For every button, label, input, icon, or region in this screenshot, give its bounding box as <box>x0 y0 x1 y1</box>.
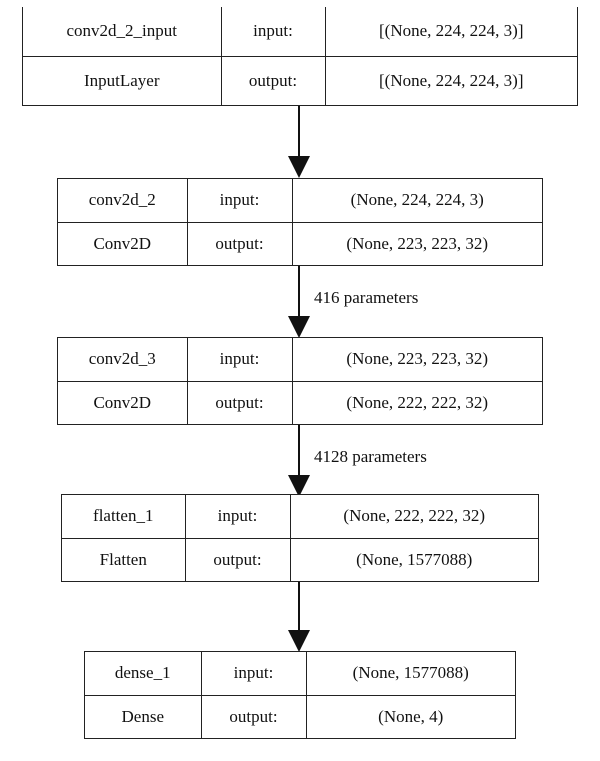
layer-name: conv2d_3 <box>58 338 188 382</box>
output-label: output: <box>186 380 293 424</box>
layer-type: Flatten <box>62 537 186 581</box>
arrowhead-icon <box>288 475 310 497</box>
output-shape: (None, 1577088) <box>289 537 538 581</box>
output-shape: (None, 4) <box>305 694 515 738</box>
connector-line <box>298 425 300 477</box>
layer-type: InputLayer <box>23 55 222 105</box>
input-label: input: <box>186 338 293 382</box>
output-label: output: <box>186 221 293 265</box>
arrowhead-icon <box>288 156 310 178</box>
layer-name: dense_1 <box>85 652 202 696</box>
layer-box-conv2d-2: conv2d_2 input: (None, 224, 224, 3) Conv… <box>57 178 543 266</box>
output-shape: (None, 223, 223, 32) <box>291 221 542 265</box>
layer-type: Conv2D <box>58 221 188 265</box>
layer-box-flatten-1: flatten_1 input: (None, 222, 222, 32) Fl… <box>61 494 539 582</box>
input-shape: (None, 224, 224, 3) <box>291 179 542 223</box>
arrowhead-icon <box>288 630 310 652</box>
layer-box-conv2d-2-input: conv2d_2_input input: [(None, 224, 224, … <box>22 7 578 106</box>
layer-name: conv2d_2 <box>58 179 188 223</box>
connector-line <box>298 106 300 158</box>
parameter-count-label: 4128 parameters <box>314 447 427 466</box>
input-shape: (None, 1577088) <box>305 652 515 696</box>
output-shape: (None, 222, 222, 32) <box>291 380 542 424</box>
input-label: input: <box>184 495 291 539</box>
layer-box-dense-1: dense_1 input: (None, 1577088) Dense out… <box>84 651 516 739</box>
output-label: output: <box>220 55 326 105</box>
output-label: output: <box>200 694 307 738</box>
output-label: output: <box>184 537 291 581</box>
layer-box-conv2d-3: conv2d_3 input: (None, 223, 223, 32) Con… <box>57 337 543 425</box>
input-label: input: <box>186 179 293 223</box>
output-shape: [(None, 224, 224, 3)] <box>324 55 577 105</box>
input-label: input: <box>200 652 307 696</box>
layer-type: Dense <box>85 694 202 738</box>
input-shape: [(None, 224, 224, 3)] <box>324 7 577 57</box>
connector-line <box>298 582 300 632</box>
input-shape: (None, 222, 222, 32) <box>289 495 538 539</box>
layer-type: Conv2D <box>58 380 188 424</box>
layer-name: flatten_1 <box>62 495 186 539</box>
parameter-count-label: 416 parameters <box>314 288 419 307</box>
layer-name: conv2d_2_input <box>23 7 222 57</box>
arrowhead-icon <box>288 316 310 338</box>
connector-line <box>298 266 300 318</box>
input-shape: (None, 223, 223, 32) <box>291 338 542 382</box>
input-label: input: <box>220 7 326 57</box>
